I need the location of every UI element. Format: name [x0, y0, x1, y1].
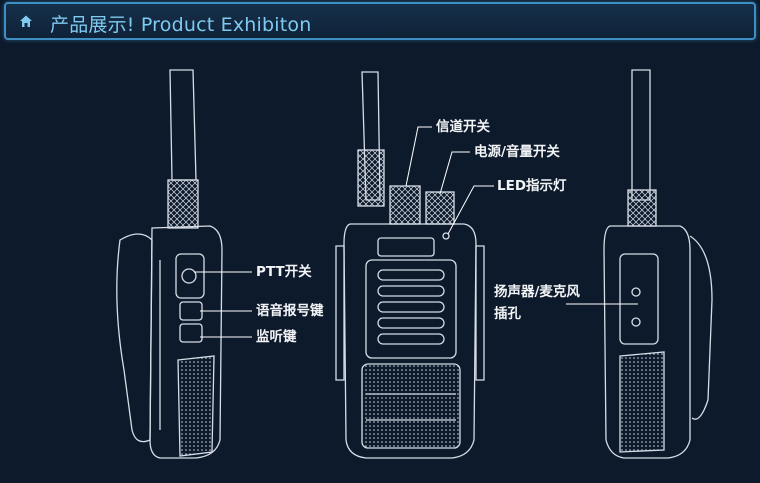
speaker-grille-right [619, 351, 665, 453]
led-shape [442, 232, 450, 240]
monitor-key-shape [179, 323, 203, 343]
speaker-grille-left [177, 355, 215, 457]
belt-clip-right [689, 235, 713, 420]
callout-power [439, 151, 470, 195]
antenna-collar-left [167, 179, 199, 229]
channel-knob-shape [389, 185, 421, 225]
ptt-button [175, 253, 205, 299]
speaker-slots [377, 269, 445, 345]
home-icon[interactable] [18, 13, 34, 29]
label-jack: 插孔 [494, 306, 521, 322]
ptt-ring [181, 268, 197, 284]
radio-left-side-view [116, 69, 223, 459]
label-voice-key: 语音报号键 [256, 303, 324, 319]
radio-body-front [343, 223, 477, 459]
side-rail-right [475, 245, 485, 381]
side-rail-left [335, 245, 345, 381]
radio-body-right [603, 225, 691, 459]
header-title: 产品展示! Product Exhibiton [50, 14, 312, 36]
volume-knob-shape [425, 191, 455, 225]
callout-led [447, 185, 494, 235]
top-display [377, 237, 435, 257]
label-led: LED指示灯 [497, 178, 567, 194]
radio-right-side-view [603, 69, 713, 459]
label-ptt: PTT开关 [256, 264, 312, 280]
jack-cover [619, 253, 659, 345]
belt-clip-left [116, 233, 153, 443]
antenna-right [631, 69, 651, 201]
antenna-left [169, 69, 197, 181]
callout-channel [405, 126, 432, 187]
jack-hole-1 [631, 287, 641, 297]
voice-key-shape [179, 301, 203, 321]
lower-grille [361, 363, 461, 449]
antenna-collar-right [627, 189, 657, 227]
lower-grille-bands [366, 393, 456, 421]
label-speaker-mic: 扬声器/麦克风 [494, 284, 580, 300]
label-channel-switch: 信道开关 [436, 119, 490, 135]
label-monitor-key: 监听键 [256, 329, 297, 345]
jack-hole-2 [631, 317, 641, 327]
radio-front-view [335, 71, 485, 459]
label-power-volume: 电源/音量开关 [474, 144, 560, 160]
antenna-collar-center [357, 149, 385, 207]
section-header: 产品展示! Product Exhibiton [4, 2, 756, 40]
speaker-frame [365, 259, 457, 359]
callout-lines [194, 126, 638, 338]
